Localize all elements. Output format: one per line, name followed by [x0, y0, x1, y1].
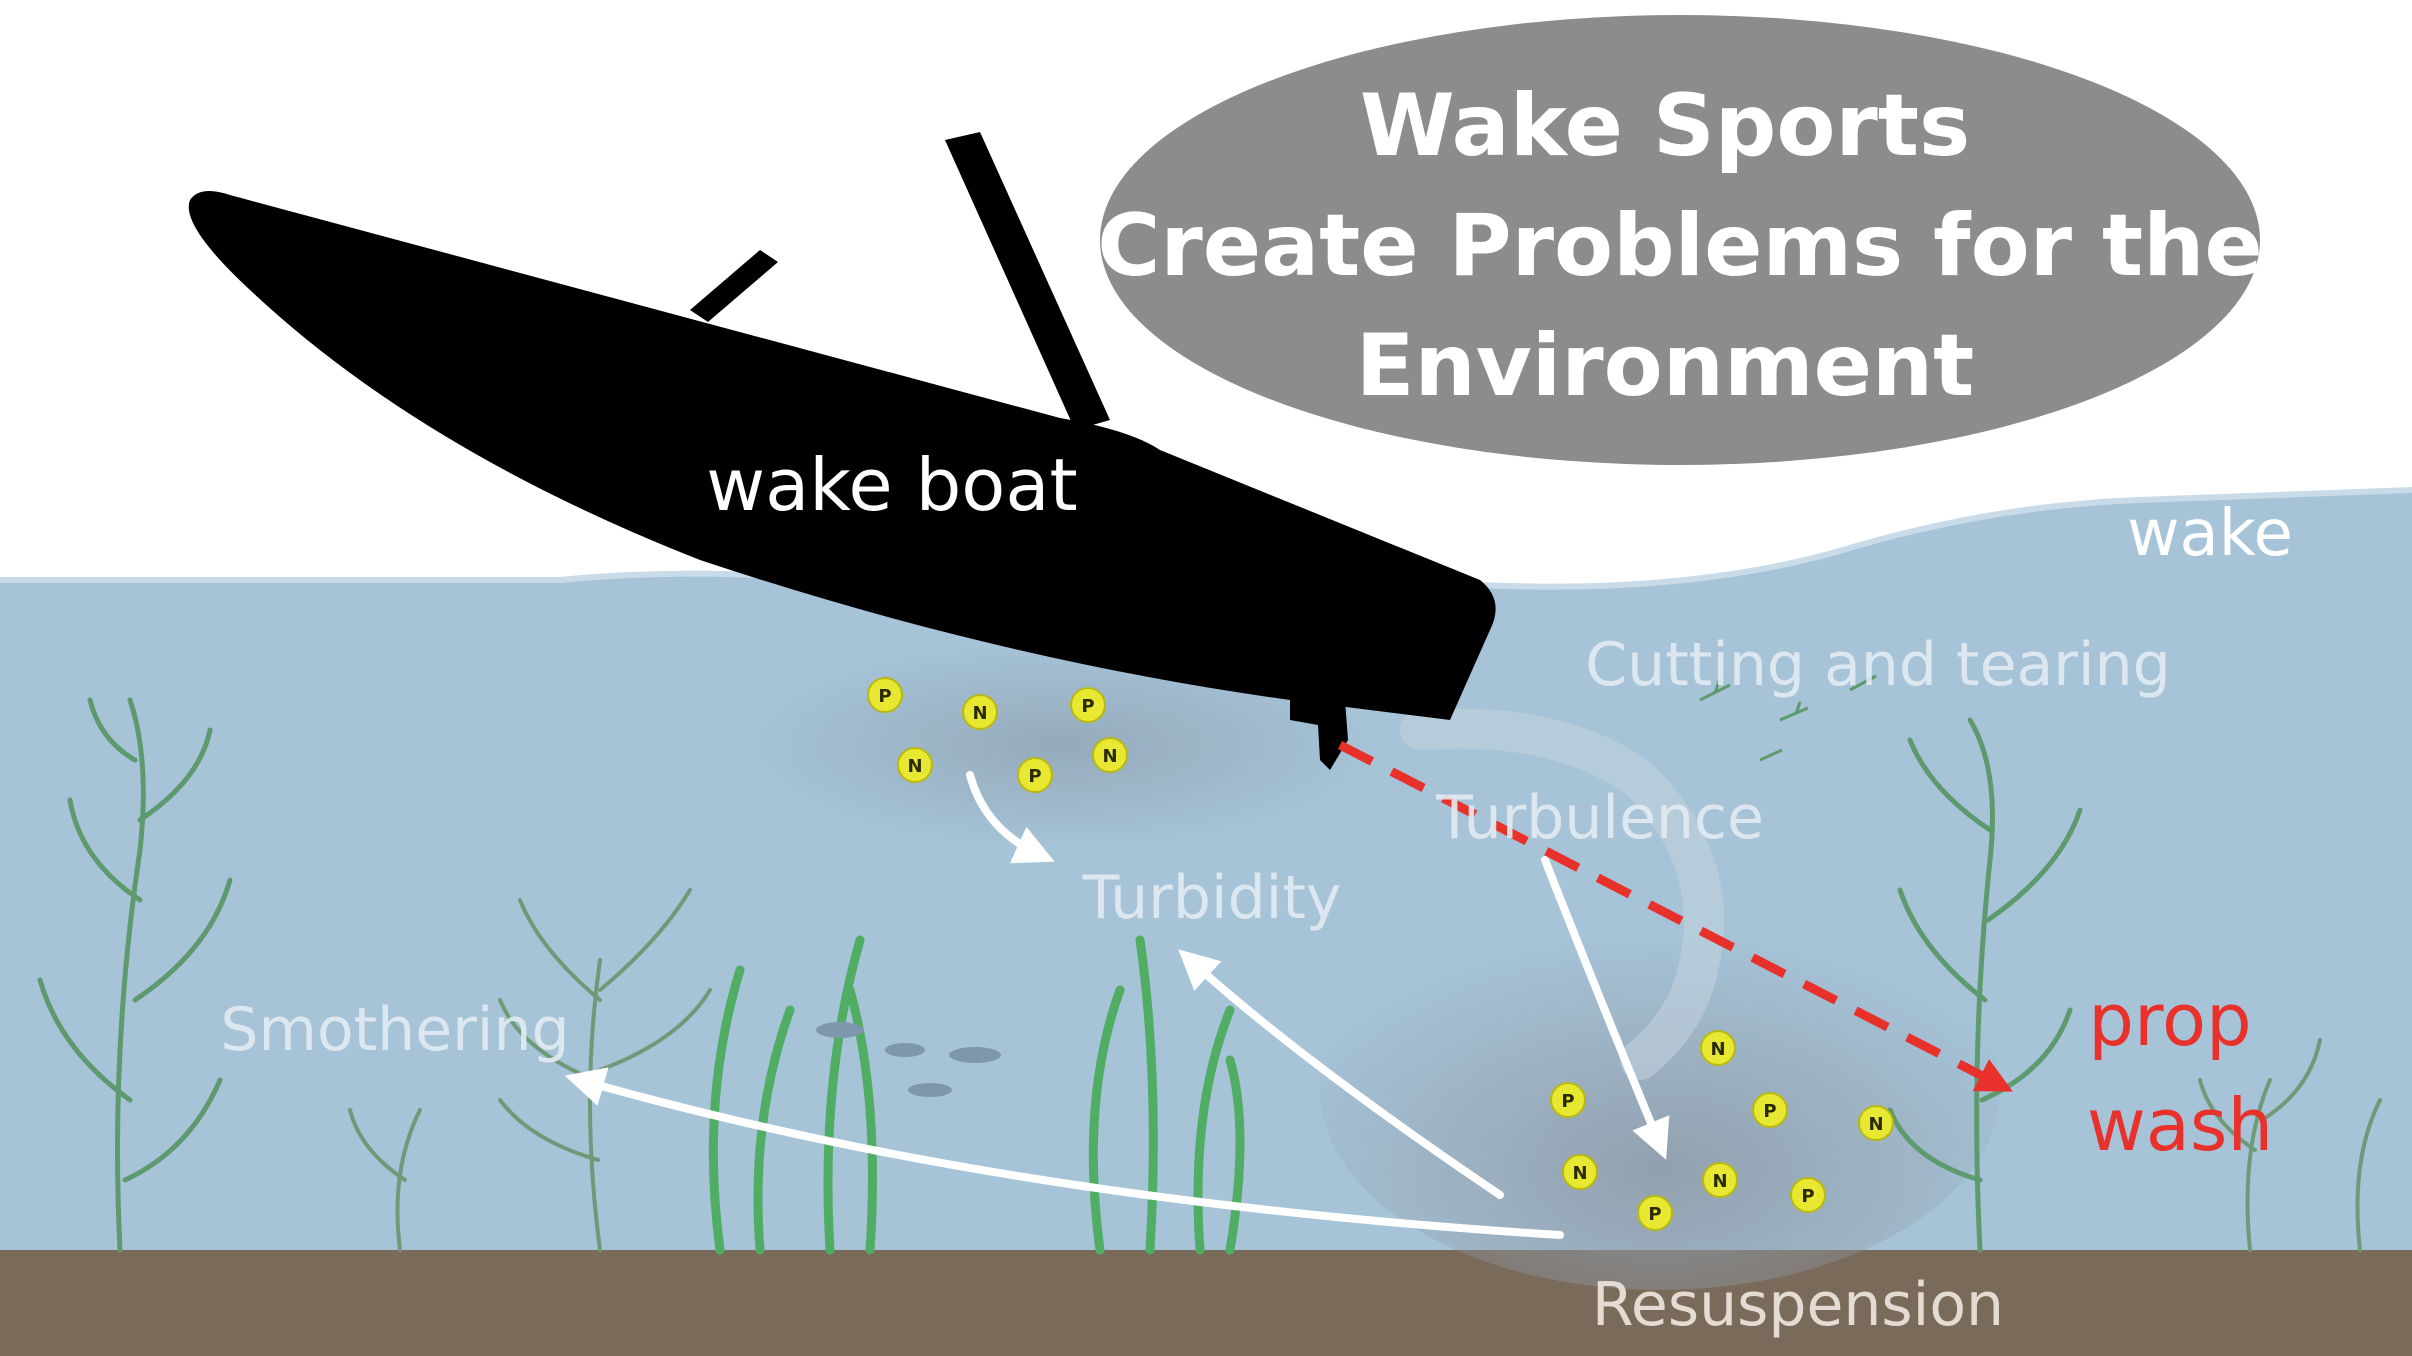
arrow-turbulence-to-resuspension — [1541, 856, 1670, 1160]
svg-text:N: N — [1710, 1039, 1725, 1060]
svg-text:P: P — [1081, 696, 1094, 717]
svg-text:N: N — [1868, 1114, 1883, 1135]
nutrient-particle: P — [1790, 1177, 1826, 1213]
arrow-resuspension-to-smothering — [564, 1067, 1564, 1239]
svg-text:P: P — [1561, 1091, 1574, 1112]
title-line-2: Create Problems for the — [1097, 196, 2262, 296]
label-resuspension: Resuspension — [1592, 1270, 2004, 1340]
title-line-1: Wake Sports — [1360, 76, 1970, 176]
nutrient-particle: N — [897, 747, 933, 783]
nutrient-particle: P — [1017, 757, 1053, 793]
nutrient-particle: N — [1858, 1105, 1894, 1141]
wake-boat — [188, 132, 1496, 770]
svg-text:P: P — [1648, 1204, 1661, 1225]
process-arrows — [564, 771, 1670, 1239]
title-ellipse — [1100, 15, 2260, 465]
aquatic-plants — [37, 697, 2382, 1255]
sediment-layer — [0, 1250, 2412, 1356]
nutrient-particle: P — [867, 677, 903, 713]
prop-wash-arrow — [1337, 740, 2013, 1092]
svg-text:P: P — [878, 686, 891, 707]
nutrient-particle: N — [1092, 737, 1128, 773]
boat-propeller — [1290, 700, 1348, 770]
svg-text:P: P — [1801, 1186, 1814, 1207]
nutrient-particle: N — [1562, 1154, 1598, 1190]
label-cutting-and-tearing: Cutting and tearing — [1585, 630, 2170, 700]
boat-windshield-bar — [690, 250, 778, 322]
svg-text:N: N — [972, 703, 987, 724]
label-turbulence: Turbulence — [1435, 783, 1764, 853]
title-line-3: Environment — [1356, 316, 1975, 416]
nutrient-cluster-lower: N P P N N N P P — [1550, 1030, 1894, 1231]
plant-right — [1887, 717, 2083, 1253]
svg-text:N: N — [907, 756, 922, 777]
plant-left — [37, 697, 233, 1253]
plant-right-edge — [348, 1038, 2382, 1252]
arrow-nutrients-to-turbidity — [966, 771, 1055, 864]
label-prop-wash-line2: wash — [2087, 1083, 2273, 1167]
nutrient-particle: N — [1700, 1030, 1736, 1066]
label-prop-wash-line1: prop — [2088, 978, 2251, 1062]
label-wake: wake — [2127, 497, 2293, 571]
svg-text:N: N — [1102, 746, 1117, 767]
label-turbidity: Turbidity — [1082, 863, 1342, 933]
boat-tower — [945, 132, 1110, 430]
nutrient-particle: P — [1752, 1092, 1788, 1128]
nutrient-cluster-upper: P N P N P N — [867, 677, 1128, 793]
svg-text:P: P — [1763, 1101, 1776, 1122]
turbulence-swirl — [1400, 708, 1724, 1080]
fish-school — [816, 1022, 1001, 1097]
nutrient-particle: P — [1550, 1082, 1586, 1118]
svg-text:P: P — [1028, 766, 1041, 787]
arrow-resuspension-to-turbidity — [1178, 949, 1504, 1199]
nutrient-particle: N — [1702, 1162, 1738, 1198]
water-surface — [0, 487, 2412, 590]
svg-text:N: N — [1712, 1171, 1727, 1192]
plant-fragments — [1699, 674, 1877, 762]
nutrient-particle: N — [962, 694, 998, 730]
nutrient-particle: P — [1070, 687, 1106, 723]
svg-text:N: N — [1572, 1163, 1587, 1184]
nutrient-particle: P — [1637, 1195, 1673, 1231]
boat-hull — [188, 191, 1496, 720]
label-smothering: Smothering — [220, 995, 569, 1065]
label-wake-boat: wake boat — [706, 443, 1077, 527]
